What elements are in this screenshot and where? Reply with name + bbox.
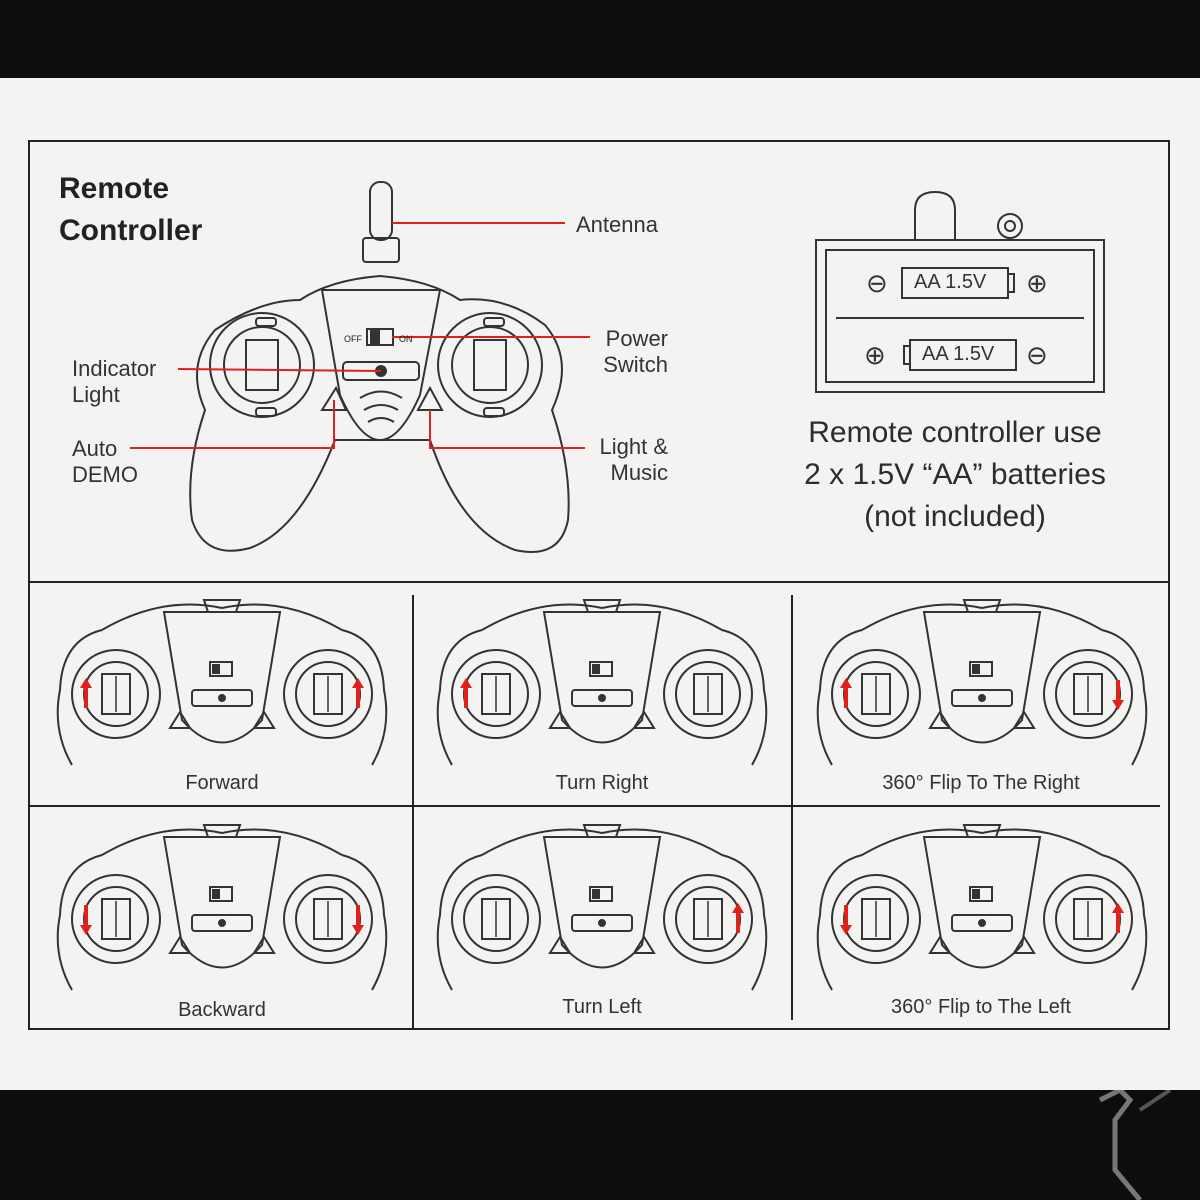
switch-on-label: ON	[399, 334, 413, 344]
auto-demo-label-line-2: DEMO	[72, 462, 138, 487]
caption-turn-right: Turn Right	[555, 772, 649, 794]
battery-note: Remote controller use 2 x 1.5V “AA” batt…	[760, 412, 1150, 538]
plus-icon: ⊕	[864, 340, 886, 370]
switch-off-label: OFF	[344, 334, 362, 344]
indicator-light-label: Indicator Light	[72, 356, 156, 408]
mini-controller	[436, 824, 768, 991]
right-stick-arrow-icon	[1112, 680, 1124, 710]
power-switch-label-line-2: Switch	[603, 352, 668, 377]
antenna-label: Antenna	[576, 212, 658, 237]
battery-cell-bottom-label: AA 1.5V	[922, 343, 995, 365]
minus-icon: ⊖	[866, 268, 888, 298]
auto-demo-label: Auto DEMO	[72, 436, 138, 488]
corner-bracket-drawing	[1098, 1090, 1172, 1200]
minus-icon: ⊖	[1026, 340, 1048, 370]
callout-lines	[130, 222, 590, 449]
right-stick-arrow-icon	[732, 903, 744, 933]
battery-compartment-drawing	[815, 190, 1105, 393]
mini-controller	[56, 824, 388, 991]
left-stick-arrow-icon	[840, 905, 852, 935]
plus-icon: ⊕	[1026, 268, 1048, 298]
battery-note-line-3: (not included)	[864, 500, 1046, 533]
caption-backward: Backward	[178, 999, 266, 1021]
caption-turn-left: Turn Left	[562, 996, 642, 1018]
light-music-label-line-1: Light &	[599, 434, 669, 459]
power-switch-label-line-1: Power	[605, 326, 668, 351]
title-line-2: Controller	[59, 214, 203, 247]
left-stick-arrow-icon	[840, 678, 852, 708]
main-controller-drawing	[189, 181, 570, 553]
mini-controller	[816, 599, 1148, 766]
page-title: Remote Controller	[59, 168, 202, 252]
diagram-frame	[28, 140, 1170, 1030]
left-stick-arrow-icon	[80, 678, 92, 708]
title-line-1: Remote	[59, 172, 170, 205]
caption-forward: Forward	[185, 772, 259, 794]
battery-cell-top-label: AA 1.5V	[914, 271, 987, 293]
battery-note-line-1: Remote controller use	[808, 416, 1102, 449]
auto-demo-label-line-1: Auto	[72, 436, 118, 461]
caption-flip-right: 360° Flip To The Right	[882, 772, 1080, 794]
mini-controller	[436, 599, 768, 766]
indicator-label-line-2: Light	[72, 382, 120, 407]
caption-flip-left: 360° Flip to The Left	[891, 996, 1071, 1018]
right-stick-arrow-icon	[352, 678, 364, 708]
left-stick-arrow-icon	[460, 678, 472, 708]
light-music-label: Light & Music	[560, 434, 669, 486]
mini-controller	[56, 599, 388, 766]
indicator-label-line-1: Indicator	[72, 356, 157, 381]
right-stick-arrow-icon	[1112, 903, 1124, 933]
mini-controller-grid	[56, 599, 1148, 991]
grid-lines	[28, 581, 1170, 1030]
mini-controller	[816, 824, 1148, 991]
left-stick-arrow-icon	[80, 905, 92, 935]
power-switch-label: Power Switch	[560, 326, 668, 378]
right-stick-arrow-icon	[352, 905, 364, 935]
light-music-label-line-2: Music	[610, 460, 668, 485]
battery-note-line-2: 2 x 1.5V “AA” batteries	[804, 458, 1106, 491]
